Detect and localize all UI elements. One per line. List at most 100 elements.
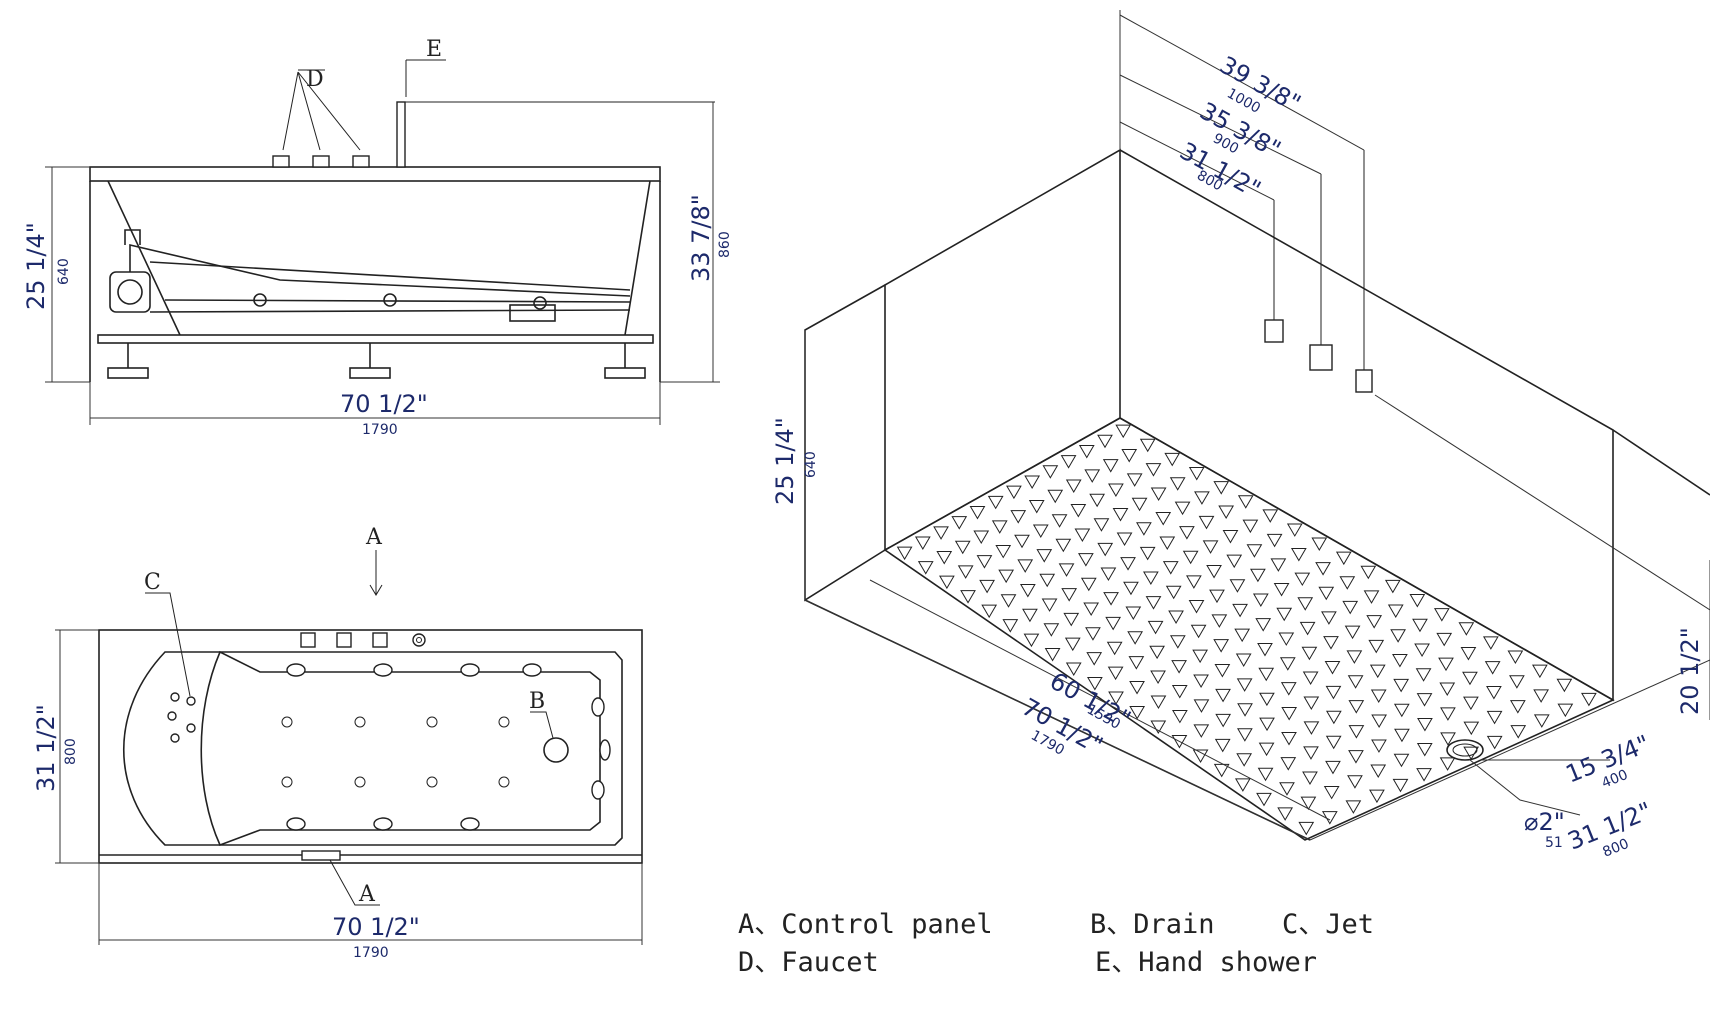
faucet-d	[272, 69, 370, 168]
floor-triangle	[1235, 653, 1252, 667]
floor-triangle	[1281, 732, 1297, 746]
floor-triangle	[1213, 639, 1230, 653]
floor-triangle	[1149, 645, 1165, 660]
legend-c: C、Jet	[1282, 909, 1375, 940]
floor-triangle	[1237, 495, 1254, 509]
floor-triangle	[1298, 821, 1315, 836]
floor-triangle	[1360, 565, 1377, 580]
floor-triangle	[1347, 675, 1364, 689]
floor-triangle	[1150, 720, 1167, 734]
floor-triangle	[1190, 624, 1207, 639]
floor-triangle	[1041, 598, 1058, 612]
floor-triangle	[1019, 584, 1036, 598]
floor-triangle	[1121, 448, 1138, 463]
floor-triangle	[1412, 618, 1428, 633]
floor-triangle	[1393, 678, 1410, 693]
floor-triangle	[1169, 635, 1186, 649]
floor-triangle	[1509, 675, 1525, 689]
floor-triangle	[1145, 596, 1162, 610]
floor-triangle	[1214, 738, 1231, 753]
floor-triangle	[1234, 778, 1251, 792]
floor-triangle	[1393, 753, 1410, 768]
floor-triangle	[957, 565, 974, 579]
floor-triangle	[1120, 557, 1136, 571]
floor-triangle	[1303, 696, 1320, 710]
floor-triangle	[1129, 681, 1145, 695]
floor-triangle	[1325, 685, 1342, 700]
floor-triangle	[1017, 559, 1034, 573]
floor-triangle	[1043, 623, 1060, 637]
floor-triangle	[1258, 667, 1275, 682]
floor-triangle	[1242, 519, 1259, 534]
iso-view: 39 3/8" 1000 35 3/8" 900 31 1/2" 800 25 …	[771, 10, 1710, 861]
iso-floor	[883, 417, 1615, 841]
floor-triangle	[1185, 575, 1202, 589]
floor-triangle	[1108, 691, 1124, 706]
legend-a: A、Control panel	[738, 909, 993, 940]
floor-triangle	[933, 526, 949, 540]
floor-triangle	[1345, 800, 1362, 814]
view-arrow-a	[369, 550, 383, 596]
floor-triangle	[1252, 593, 1269, 607]
floor-triangle	[1155, 511, 1172, 526]
top-width-in: 31 1/2"	[32, 704, 60, 792]
floor-triangle	[1150, 670, 1166, 685]
wall-jets	[286, 663, 611, 831]
floor-triangle	[1393, 703, 1410, 718]
pump-and-pipes	[109, 229, 631, 322]
floor-triangle	[1507, 650, 1524, 664]
floor-triangle	[1256, 792, 1272, 807]
floor-triangle	[1214, 663, 1231, 678]
floor-triangle	[1371, 714, 1387, 728]
floor-triangle	[1299, 621, 1316, 636]
floor-triangle	[1171, 734, 1188, 749]
floor-triangle	[1236, 678, 1253, 692]
floor-triangle	[1105, 616, 1122, 631]
floor-triangle	[917, 561, 934, 575]
floor-triangle	[1384, 579, 1401, 594]
floor-triangle	[1257, 767, 1274, 782]
floor-triangle	[896, 546, 913, 561]
floor-triangle	[1198, 515, 1215, 530]
floor-triangle	[1318, 586, 1335, 601]
floor-triangle	[1321, 611, 1337, 625]
side-width-mm: 1790	[362, 422, 398, 438]
floor-triangle	[1273, 583, 1290, 597]
floor-triangle	[1509, 700, 1526, 714]
floor-triangle	[1232, 603, 1248, 618]
floor-triangle	[1255, 618, 1272, 632]
floor-triangle	[1023, 633, 1040, 648]
top-dimension-lines	[55, 629, 643, 945]
floor-triangle	[1323, 785, 1340, 800]
floor-triangle	[1370, 689, 1387, 704]
floor-triangle	[1129, 705, 1146, 720]
floor-triangle	[1257, 642, 1273, 657]
iso-height-in: 25 1/4"	[771, 417, 799, 505]
floor-triangle	[1168, 610, 1184, 624]
floor-triangle	[1086, 652, 1103, 666]
floor-triangle	[1259, 692, 1275, 707]
floor-triangle	[1107, 666, 1124, 681]
legend-e: E、Hand shower	[1095, 947, 1318, 978]
floor-triangle	[1234, 628, 1251, 643]
floor-triangle	[1302, 671, 1319, 686]
floor-triangle	[1246, 544, 1263, 558]
hand-shower-e	[396, 59, 715, 168]
callout-a-top: A	[365, 525, 383, 550]
floor-triangle	[1036, 549, 1053, 563]
top-length-mm: 1790	[353, 945, 389, 961]
floor-triangle	[1070, 504, 1087, 518]
floor-triangle	[1078, 444, 1095, 459]
floor-triangle	[1044, 648, 1061, 662]
floor-triangle	[1370, 764, 1387, 778]
floor-triangle	[1266, 533, 1283, 548]
callout-a-bottom: A	[358, 882, 376, 907]
floor-triangle	[1532, 664, 1548, 679]
floor-triangle	[1315, 562, 1331, 576]
floor-triangle	[1325, 760, 1341, 775]
side-width-in: 70 1/2"	[340, 390, 428, 418]
floor-triangle	[1458, 622, 1475, 636]
floor-triangle	[1128, 656, 1145, 670]
floor-triangle	[1236, 728, 1253, 742]
